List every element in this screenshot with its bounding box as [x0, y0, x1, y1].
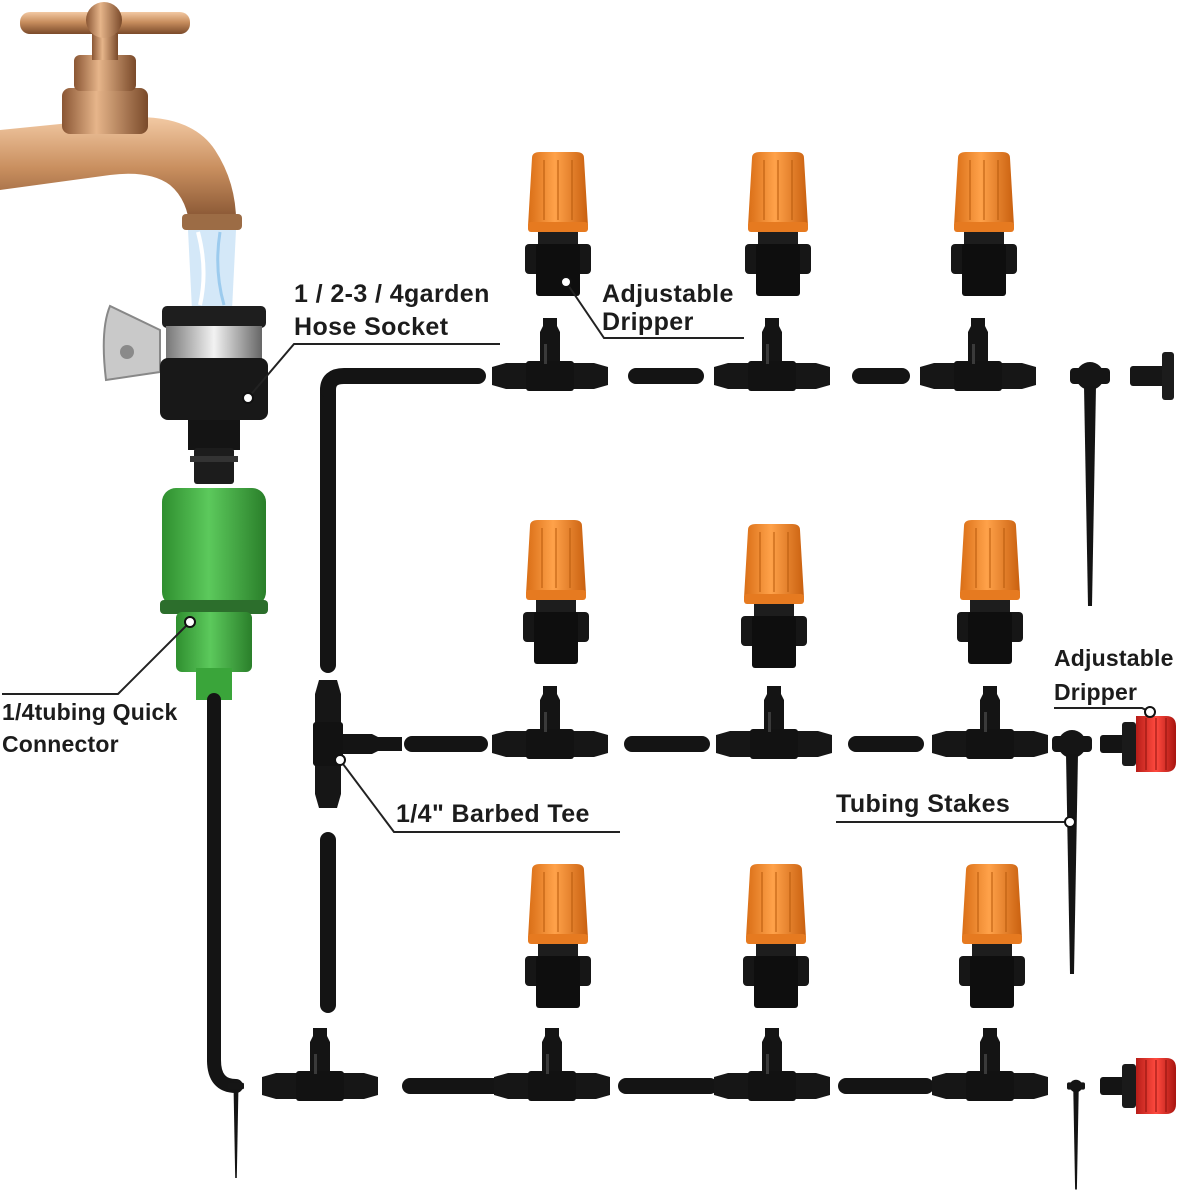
red-end-dripper-icon [1099, 1057, 1177, 1115]
adjustable-dripper-icon [524, 151, 592, 297]
hose-socket-label-line2: Hose Socket [294, 313, 449, 341]
dripper-right-label-line1: Adjustable [1054, 645, 1174, 671]
quick-connector-label-line1: 1/4tubing Quick [2, 699, 178, 725]
barbed-tee-icon [932, 686, 1048, 759]
quick-connector-icon [160, 488, 268, 700]
barbed-tee-icon [494, 1028, 610, 1101]
dripper-top-label-line1: Adjustable [602, 280, 734, 308]
faucet-icon [0, 2, 242, 230]
hose-socket-label-line1: 1 / 2-3 / 4garden [294, 280, 490, 308]
barbed-tee-icon [313, 680, 402, 808]
label-tubing-stakes: Tubing Stakes [836, 790, 1076, 828]
quick-connector-label-line2: Connector [2, 731, 119, 757]
adjustable-dripper-icon [958, 863, 1026, 1009]
label-barbed-tee: 1/4" Barbed Tee [334, 754, 620, 833]
barbed-tee-icon [920, 318, 1036, 391]
hose-socket-icon [102, 304, 268, 484]
barbed-tee-icon [932, 1028, 1048, 1101]
adjustable-dripper-icon [524, 863, 592, 1009]
main-tubing [207, 368, 934, 1094]
tubing-stake-icon [1052, 730, 1092, 974]
tubing-stake-icon [1070, 362, 1110, 606]
end-plug-icon [1130, 352, 1174, 400]
adjustable-dripper-icon [522, 519, 590, 665]
tubing-stake-icon [228, 1080, 244, 1178]
tubing-stake-icon [1067, 1079, 1085, 1190]
barbed-tee-icon [492, 686, 608, 759]
barbed-tee-icon [714, 1028, 830, 1101]
adjustable-dripper-icon [742, 863, 810, 1009]
barbed-tee-icon [262, 1028, 378, 1101]
barbed-tee-label: 1/4" Barbed Tee [396, 800, 590, 828]
barbed-tee-icon [716, 686, 832, 759]
adjustable-dripper-icon [956, 519, 1024, 665]
water-stream-icon [188, 230, 236, 310]
label-hose-socket: 1 / 2-3 / 4garden Hose Socket [242, 280, 500, 404]
adjustable-dripper-icon [744, 151, 812, 297]
dripper-right-label-line2: Dripper [1054, 679, 1137, 705]
dripper-top-label-line2: Dripper [602, 308, 694, 336]
red-end-dripper-icon [1099, 715, 1177, 773]
label-adjustable-dripper-right: Adjustable Dripper [1054, 645, 1174, 718]
label-adjustable-dripper-top: Adjustable Dripper [560, 276, 744, 339]
adjustable-dripper-icon [740, 523, 808, 669]
adjustable-dripper-icon [950, 151, 1018, 297]
barbed-tee-icon [492, 318, 608, 391]
barbed-tee-icon [714, 318, 830, 391]
tubing-stakes-label: Tubing Stakes [836, 790, 1010, 818]
label-quick-connector: 1/4tubing Quick Connector [2, 616, 196, 757]
